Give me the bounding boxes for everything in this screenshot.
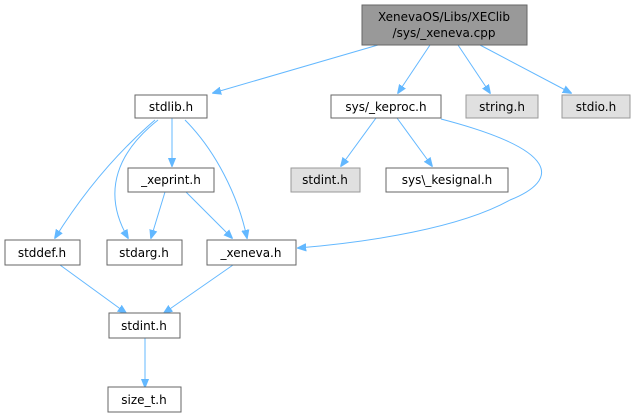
node-stdio: stdio.h <box>561 94 631 119</box>
edge-stdlib-stdarg <box>114 119 159 238</box>
edge-root-stdio <box>479 44 571 93</box>
node-label: stdio.h <box>576 100 616 114</box>
node-label: _xeprint.h <box>140 173 201 187</box>
edge-root-string <box>457 44 490 93</box>
edge-xeprint-xeneva <box>185 191 232 238</box>
edge-keproc-xeneva <box>298 118 543 248</box>
node-xeneva[interactable]: _xeneva.h <box>206 239 297 266</box>
node-xeprint[interactable]: _xeprint.h <box>127 167 215 193</box>
node-label: string.h <box>479 100 525 114</box>
root-label-line2: /sys/_xeneva.cpp <box>393 26 496 40</box>
node-stdarg[interactable]: stdarg.h <box>106 239 183 266</box>
node-stdint-external: stdint.h <box>290 167 361 193</box>
edge-keproc-kesignal <box>396 117 432 166</box>
node-kesignal[interactable]: sys\_kesignal.h <box>385 167 509 193</box>
edge-xeprint-stdarg <box>151 191 166 238</box>
edge-stddef-stdint <box>59 264 126 313</box>
node-label: sys\_kesignal.h <box>402 173 492 187</box>
node-label: _xeneva.h <box>220 246 282 260</box>
node-label: stddef.h <box>18 246 66 260</box>
node-keproc[interactable]: sys/_keproc.h <box>330 94 442 119</box>
node-string: string.h <box>465 94 539 119</box>
node-label: stdarg.h <box>119 246 169 260</box>
node-stdlib[interactable]: stdlib.h <box>134 94 208 119</box>
root-label-line1: XenevaOS/Libs/XEClib <box>378 10 510 24</box>
edge-stdlib-stddef <box>55 119 156 238</box>
edge-root-keproc <box>398 44 431 93</box>
node-label: stdint.h <box>121 319 167 333</box>
node-label: stdint.h <box>302 173 348 187</box>
node-label: sys/_keproc.h <box>345 100 426 114</box>
node-size_t[interactable]: size_t.h <box>107 386 182 413</box>
edge-xeneva-stdint <box>164 264 234 313</box>
node-stdint[interactable]: stdint.h <box>108 312 181 339</box>
node-label: size_t.h <box>121 393 166 407</box>
node-label: stdlib.h <box>149 100 193 114</box>
edge-keproc-stdint <box>341 117 377 166</box>
edge-root-stdlib <box>213 44 379 93</box>
node-root-file[interactable]: XenevaOS/Libs/XEClib /sys/_xeneva.cpp <box>361 4 528 46</box>
edge-stdlib-xeneva <box>184 119 247 238</box>
node-stddef[interactable]: stddef.h <box>4 239 81 266</box>
